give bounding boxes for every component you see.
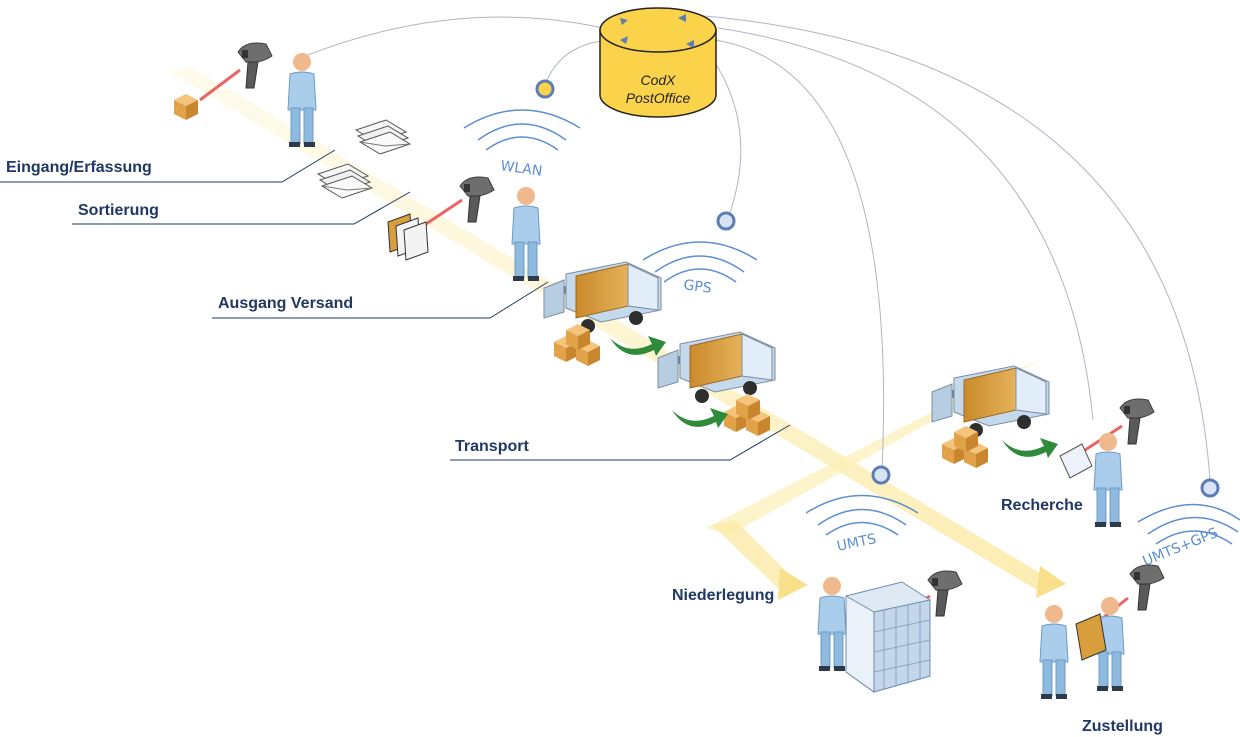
barcode-scanner-icon [1129, 564, 1165, 611]
database-name-line2: PostOffice [626, 90, 691, 106]
envelope-stack-icon [317, 163, 373, 199]
zustellung-scene [1039, 564, 1165, 700]
loading-arrow-icon [1002, 438, 1058, 458]
label-umts: UMTS [836, 531, 878, 555]
eingang-scene [174, 42, 317, 148]
letter-bundle-icon [387, 213, 429, 261]
label-wlan: WLAN [499, 158, 543, 180]
label-sortierung: Sortierung [78, 202, 159, 219]
barcode-scanner-icon [1119, 398, 1155, 445]
label-ausgang: Ausgang Versand [218, 295, 353, 312]
barcode-scanner-icon [927, 570, 963, 617]
db-connection-lines [299, 15, 1211, 481]
label-gps: GPS [682, 277, 712, 297]
person-icon [817, 576, 847, 672]
database-name-line1: CodX [640, 72, 676, 88]
barcode-scanner-icon [459, 176, 495, 223]
unloading-arrow-icon [672, 408, 728, 428]
label-zustellung: Zustellung [1082, 718, 1163, 735]
truck-icon [931, 365, 1050, 438]
signal-icons [463, 109, 1240, 545]
label-niederlegung: Niederlegung [672, 587, 774, 604]
recherche-scene [931, 365, 1155, 528]
transport-scene [543, 261, 776, 436]
label-recherche: Recherche [1001, 497, 1083, 514]
locker-icon [845, 581, 931, 693]
person-icon [1093, 432, 1123, 528]
barcode-scanner-icon [237, 42, 273, 89]
person-icon [1039, 604, 1069, 700]
connection-nodes [535, 79, 1220, 498]
label-transport: Transport [455, 438, 529, 455]
database-icon: CodX PostOffice [599, 7, 717, 118]
parcel-icon [174, 94, 198, 120]
envelope-stack-icon [355, 119, 411, 155]
niederlegung-scene [817, 570, 963, 693]
label-eingang: Eingang/Erfassung [6, 159, 152, 176]
ausgang-scene [387, 176, 541, 282]
label-leaders [0, 149, 791, 461]
parcel-icon [1075, 613, 1107, 661]
envelope-icon [1059, 443, 1093, 479]
